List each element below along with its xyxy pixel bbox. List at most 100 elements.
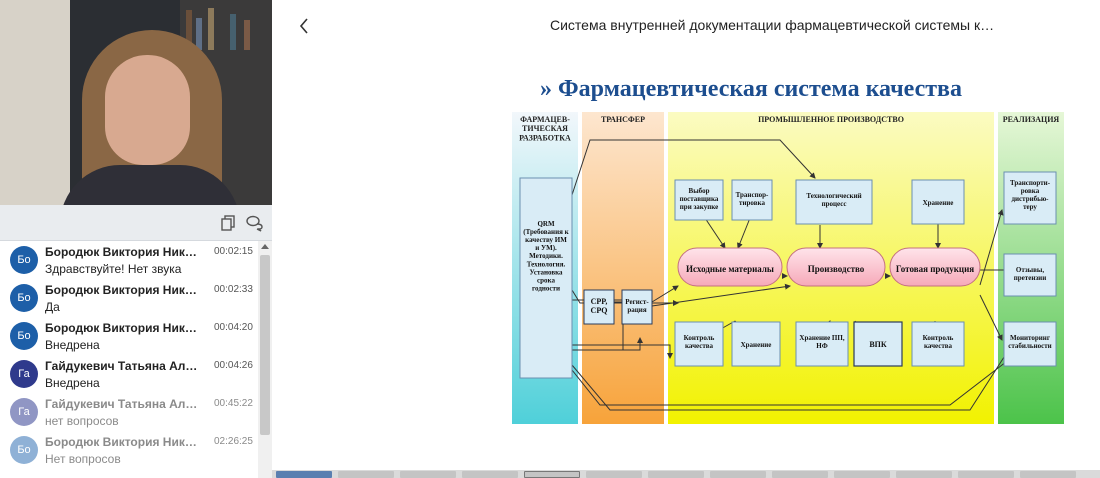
- message-text: Здравствуйте! Нет звука: [45, 262, 182, 276]
- diagram-label: Хранение ПП,НФ: [799, 334, 844, 350]
- video-background-wall: [0, 0, 70, 205]
- slide-thumbnail[interactable]: [896, 471, 952, 478]
- slide-thumbnail[interactable]: [586, 471, 642, 478]
- avatar: Бо: [10, 246, 38, 274]
- message-time: 00:04:20: [214, 322, 253, 333]
- slide-thumbnail[interactable]: [648, 471, 704, 478]
- slide-thumbnail[interactable]: [1020, 471, 1076, 478]
- avatar: Бо: [10, 322, 38, 350]
- speaker-face: [105, 55, 190, 165]
- diagram-label: Отзывы,претензии: [1014, 266, 1047, 282]
- slide-thumbnail[interactable]: [958, 471, 1014, 478]
- slide-thumbnail[interactable]: [338, 471, 394, 478]
- slide-title: » Фармацевтическая система качества: [540, 76, 962, 102]
- presentation-slide: » Фармацевтическая система качества: [510, 50, 1070, 470]
- message-text: Внедрена: [45, 338, 100, 352]
- avatar: Бо: [10, 284, 38, 312]
- slide-thumbnail-strip: [272, 470, 1100, 478]
- quality-control-left-box: [674, 321, 724, 367]
- oval-raw-materials: [677, 247, 783, 287]
- video-feed: [0, 0, 272, 205]
- supplier-box: [674, 179, 724, 221]
- message-author: Гайдукевич Татьяна Ал…: [45, 359, 198, 373]
- message-author: Гайдукевич Татьяна Ал…: [45, 397, 198, 411]
- reviews-box: [1003, 253, 1057, 297]
- message-time: 00:02:33: [214, 284, 253, 295]
- storage-top-box: [911, 179, 965, 225]
- avatar: Га: [10, 360, 38, 388]
- diagram-label: Производство: [808, 264, 865, 274]
- message-author: Бородюк Виктория Ник…: [45, 321, 197, 335]
- slide-thumbnail[interactable]: [276, 471, 332, 478]
- diagram-label: Транспор-тировка: [736, 191, 769, 207]
- transport-box: [731, 179, 773, 221]
- quality-control-right-box: [911, 321, 965, 367]
- diagram-label: Хранение: [923, 199, 954, 207]
- vpk-box: [853, 321, 903, 367]
- message-time: 00:02:15: [214, 246, 253, 257]
- diagram-label: Регист-рация: [625, 298, 649, 314]
- distribution-box: [1003, 171, 1057, 225]
- diagram-label: CPP,CPQ: [591, 297, 608, 315]
- tech-process-box: [795, 179, 873, 225]
- oval-production: [786, 247, 886, 287]
- scroll-up-icon[interactable]: [261, 244, 269, 249]
- message-time: 00:04:26: [214, 360, 253, 371]
- message-author: Бородюк Виктория Ник…: [45, 283, 197, 297]
- diagram-label: ПРОМЫШЛЕННОЕ ПРОИЗВОДСТВО: [758, 115, 904, 124]
- oval-finished-product: [889, 247, 981, 287]
- avatar: Га: [10, 398, 38, 426]
- scrollbar-thumb[interactable]: [260, 255, 270, 435]
- message-text: нет вопросов: [45, 414, 119, 428]
- message-time: 00:45:22: [214, 398, 253, 409]
- stability-box: [1003, 321, 1057, 367]
- column-transfer-bg: [582, 112, 664, 424]
- back-chevron-icon[interactable]: [294, 14, 314, 38]
- diagram-label: Исходные материалы: [686, 264, 774, 274]
- chat-toolbar: [0, 205, 272, 241]
- qrm-box: [519, 177, 573, 379]
- copy-icon[interactable]: [220, 214, 238, 232]
- message-time: 02:26:25: [214, 436, 253, 447]
- storage-left-box: [731, 321, 781, 367]
- diagram-label: Готовая продукция: [896, 264, 974, 274]
- diagram-label: ТРАНСФЕР: [601, 115, 645, 124]
- slide-thumbnail[interactable]: [772, 471, 828, 478]
- registration-box: [621, 289, 653, 325]
- slide-thumbnail[interactable]: [400, 471, 456, 478]
- slide-thumbnail[interactable]: [710, 471, 766, 478]
- diagram-label: Хранение: [741, 341, 772, 349]
- document-title: Система внутренней документации фармацев…: [550, 17, 995, 33]
- storage-ip-box: [795, 321, 849, 367]
- message-text: Нет вопросов: [45, 452, 121, 466]
- message-author: Бородюк Виктория Ник…: [45, 435, 197, 449]
- message-text: Да: [45, 300, 60, 314]
- cpp-cpq-box: [583, 289, 615, 325]
- slide-thumbnail[interactable]: [524, 471, 580, 478]
- chat-bubbles-icon[interactable]: [246, 214, 264, 232]
- avatar: Бо: [10, 436, 38, 464]
- slide-thumbnail[interactable]: [462, 471, 518, 478]
- message-text: Внедрена: [45, 376, 100, 390]
- chat-message: Га Гайдукевич Татьяна Ал… 00:45:22 нет вопр…: [0, 393, 258, 431]
- slide-thumbnail[interactable]: [834, 471, 890, 478]
- chat-scrollbar[interactable]: [258, 241, 272, 478]
- diagram-label: РЕАЛИЗАЦИЯ: [1003, 115, 1060, 124]
- diagram-label: ВПК: [869, 340, 887, 349]
